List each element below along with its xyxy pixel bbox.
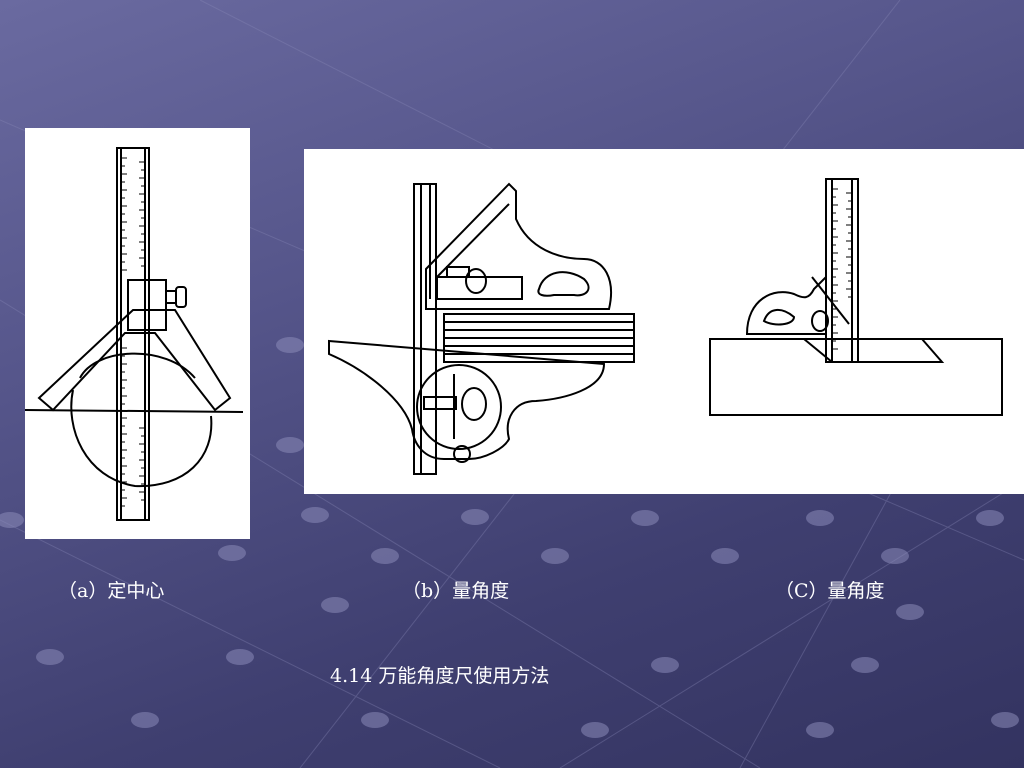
protractor-and-square-drawings [328, 178, 1003, 475]
caption-a: （a）定中心 [58, 580, 165, 602]
figure-bc-angle-measuring [304, 149, 1024, 494]
caption-c: （C）量角度 [775, 580, 885, 602]
caption-b: （b）量角度 [402, 580, 510, 602]
center-square-drawing [25, 147, 244, 521]
figure-title: 4.14 万能角度尺使用方法 [330, 665, 550, 687]
figure-a-center-finding [25, 128, 250, 539]
